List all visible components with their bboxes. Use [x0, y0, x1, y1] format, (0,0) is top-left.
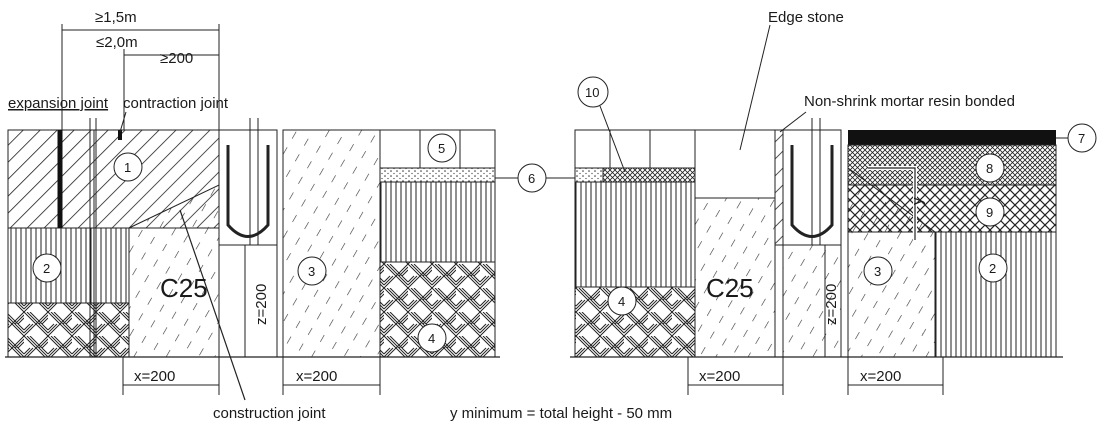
channel-drain-left	[218, 118, 278, 246]
bedding-layer	[379, 167, 496, 183]
construction-joint-line	[179, 209, 246, 401]
svg-text:3: 3	[874, 264, 881, 279]
asphalt-base-layer	[847, 184, 1057, 233]
label-construction-joint: construction joint	[213, 405, 326, 422]
callout-7: 7	[1056, 123, 1097, 153]
left-soil-layer	[7, 302, 95, 358]
label-expansion-joint: expansion joint	[8, 95, 109, 112]
svg-text:9: 9	[986, 205, 993, 220]
bedding-right	[602, 167, 696, 183]
dim-max-spacing-top: ≥1,5m	[95, 9, 137, 26]
label-edge-stone: Edge stone	[768, 9, 844, 26]
label-mortar: Non-shrink mortar resin bonded	[804, 93, 1015, 110]
subbase-right	[934, 231, 1057, 358]
callout-4-right: 4	[607, 286, 637, 316]
svg-text:6: 6	[528, 171, 535, 186]
dim-z-left: z=200	[253, 284, 270, 325]
label-concrete-right: C25	[706, 273, 754, 303]
right-section: x=200 x=200 z=200 y Edge stone Non-shrin…	[570, 9, 1097, 395]
svg-text:1: 1	[124, 160, 131, 175]
callout-2-right: 2	[978, 253, 1008, 283]
dim-x-right-2: x=200	[860, 368, 901, 385]
dim-x-left-1: x=200	[134, 368, 175, 385]
dim-max-spacing-second: ≤2,0m	[96, 34, 138, 51]
subbase-right-left	[379, 181, 496, 263]
edge-stone	[694, 129, 776, 199]
label-y-minimum-note: y minimum = total height - 50 mm	[450, 405, 672, 422]
callout-6: 6	[495, 163, 575, 193]
svg-text:4: 4	[618, 294, 625, 309]
callout-10: 10	[577, 76, 626, 173]
label-concrete-left: C25	[160, 273, 208, 303]
dim-z-right: z=200	[823, 284, 840, 325]
dim-y: y	[909, 197, 926, 205]
mortar-joint	[774, 129, 784, 246]
left-concrete-strip	[7, 129, 95, 229]
paving-block	[379, 129, 421, 169]
callout-4-left: 4	[417, 323, 447, 353]
callout-9: 9	[975, 197, 1005, 227]
asphalt-surface	[848, 130, 1056, 145]
callout-5: 5	[427, 133, 457, 163]
callout-3-left: 3	[297, 256, 327, 286]
left-section: ≥1,5m ≤2,0m ≥200 x=200 x=200 z=200 expan…	[5, 9, 500, 422]
callout-1: 1	[113, 152, 143, 182]
concrete-bed-right	[694, 197, 776, 358]
svg-text:2: 2	[43, 261, 50, 276]
label-contraction-joint: contraction joint	[123, 95, 229, 112]
svg-text:2: 2	[989, 261, 996, 276]
asphalt-binder-layer	[847, 144, 1057, 186]
dim-min-distance: ≥200	[160, 50, 193, 67]
svg-text:8: 8	[986, 161, 993, 176]
concrete-haunch-left	[282, 129, 381, 358]
callout-3-right: 3	[863, 256, 893, 286]
callout-2-left: 2	[32, 253, 62, 283]
svg-text:7: 7	[1078, 131, 1085, 146]
svg-text:5: 5	[438, 141, 445, 156]
dim-x-right-1: x=200	[699, 368, 740, 385]
callout-8: 8	[975, 153, 1005, 183]
channel-drain-right	[782, 118, 842, 246]
svg-text:4: 4	[428, 331, 435, 346]
svg-text:10: 10	[585, 85, 599, 100]
svg-text:3: 3	[308, 264, 315, 279]
dim-x-left-2: x=200	[296, 368, 337, 385]
